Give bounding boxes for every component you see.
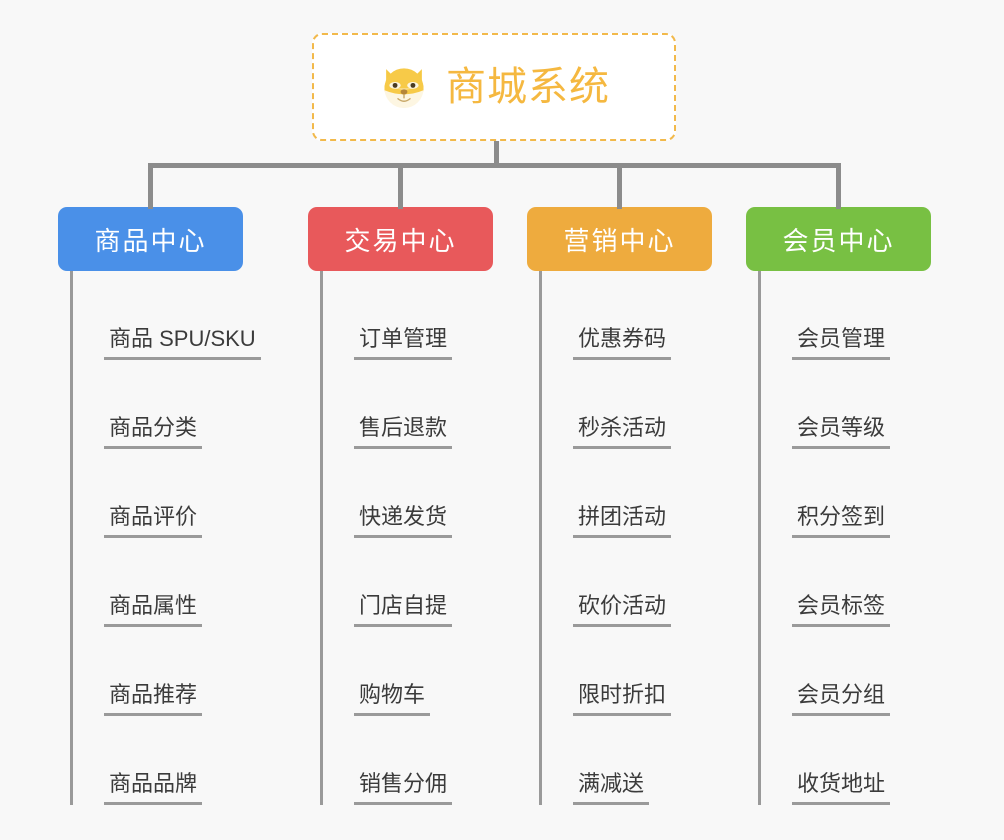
leaf-item-label: 商品属性: [104, 593, 203, 627]
root-node[interactable]: 商城系统: [312, 33, 676, 141]
leaf-list-marketing-center: 优惠券码秒杀活动拼团活动砍价活动限时折扣满减送: [539, 271, 712, 805]
leaf-item-label: 积分签到: [792, 504, 891, 538]
leaf-item-label: 门店自提: [354, 593, 453, 627]
connector-drop-member-center: [836, 163, 841, 209]
leaf-list-member-center: 会员管理会员等级积分签到会员标签会员分组收货地址: [758, 271, 931, 805]
leaf-item[interactable]: 优惠券码: [542, 271, 712, 360]
connector-root-stem: [494, 141, 499, 165]
leaf-item-label: 拼团活动: [573, 504, 672, 538]
leaf-item-label: 砍价活动: [573, 593, 672, 627]
leaf-item[interactable]: 满减送: [542, 716, 712, 805]
leaf-item[interactable]: 售后退款: [323, 360, 493, 449]
leaf-item[interactable]: 商品 SPU/SKU: [73, 271, 261, 360]
leaf-item[interactable]: 限时折扣: [542, 627, 712, 716]
leaf-item-label: 秒杀活动: [573, 415, 672, 449]
leaf-item-label: 售后退款: [354, 415, 453, 449]
leaf-item[interactable]: 积分签到: [761, 449, 931, 538]
leaf-item[interactable]: 购物车: [323, 627, 493, 716]
connector-drop-product-center: [148, 163, 153, 209]
leaf-item[interactable]: 会员分组: [761, 627, 931, 716]
leaf-list-trade-center: 订单管理售后退款快递发货门店自提购物车销售分佣: [320, 271, 493, 805]
leaf-item[interactable]: 商品分类: [73, 360, 243, 449]
category-box-trade-center[interactable]: 交易中心: [308, 207, 493, 271]
leaf-item-label: 优惠券码: [573, 326, 672, 360]
leaf-item-label: 购物车: [354, 682, 431, 716]
leaf-item-label: 会员管理: [792, 326, 891, 360]
connector-drop-trade-center: [398, 163, 403, 209]
leaf-item[interactable]: 商品推荐: [73, 627, 243, 716]
leaf-item[interactable]: 砍价活动: [542, 538, 712, 627]
leaf-item-label: 收货地址: [792, 771, 891, 805]
leaf-item-label: 会员分组: [792, 682, 891, 716]
leaf-item-label: 商品 SPU/SKU: [104, 326, 261, 360]
leaf-item[interactable]: 秒杀活动: [542, 360, 712, 449]
leaf-list-product-center: 商品 SPU/SKU 商品分类商品评价商品属性商品推荐商品品牌: [70, 271, 261, 805]
connector-horizontal-bus: [148, 163, 840, 168]
category-box-member-center[interactable]: 会员中心: [746, 207, 931, 271]
leaf-item-label: 商品评价: [104, 504, 203, 538]
category-box-product-center[interactable]: 商品中心: [58, 207, 243, 271]
leaf-item[interactable]: 拼团活动: [542, 449, 712, 538]
leaf-item-label: 商品分类: [104, 415, 203, 449]
leaf-item[interactable]: 销售分佣: [323, 716, 493, 805]
leaf-item[interactable]: 收货地址: [761, 716, 931, 805]
leaf-item-label: 会员等级: [792, 415, 891, 449]
leaf-item[interactable]: 会员管理: [761, 271, 931, 360]
leaf-item[interactable]: 会员标签: [761, 538, 931, 627]
leaf-item-label: 快递发货: [354, 504, 453, 538]
leaf-item-label: 会员标签: [792, 593, 891, 627]
column-marketing-center: 营销中心优惠券码秒杀活动拼团活动砍价活动限时折扣满减送: [527, 207, 712, 805]
root-title: 商城系统: [446, 65, 610, 109]
leaf-item[interactable]: 商品评价: [73, 449, 243, 538]
leaf-item-label: 商品品牌: [104, 771, 203, 805]
column-trade-center: 交易中心订单管理售后退款快递发货门店自提购物车销售分佣: [308, 207, 493, 805]
leaf-item-label: 商品推荐: [104, 682, 203, 716]
leaf-item[interactable]: 订单管理: [323, 271, 493, 360]
leaf-item[interactable]: 商品品牌: [73, 716, 243, 805]
column-member-center: 会员中心会员管理会员等级积分签到会员标签会员分组收货地址: [746, 207, 931, 805]
leaf-item-label: 满减送: [573, 771, 650, 805]
connector-drop-marketing-center: [617, 163, 622, 209]
leaf-item-label: 订单管理: [354, 326, 453, 360]
leaf-item-label: 销售分佣: [354, 771, 453, 805]
leaf-item[interactable]: 会员等级: [761, 360, 931, 449]
leaf-item[interactable]: 门店自提: [323, 538, 493, 627]
leaf-item-label: 限时折扣: [573, 682, 672, 716]
category-box-marketing-center[interactable]: 营销中心: [527, 207, 712, 271]
leaf-item[interactable]: 快递发货: [323, 449, 493, 538]
leaf-item[interactable]: 商品属性: [73, 538, 243, 627]
shiba-dog-face-icon: [384, 68, 424, 109]
column-product-center: 商品中心商品 SPU/SKU 商品分类商品评价商品属性商品推荐商品品牌: [58, 207, 261, 805]
